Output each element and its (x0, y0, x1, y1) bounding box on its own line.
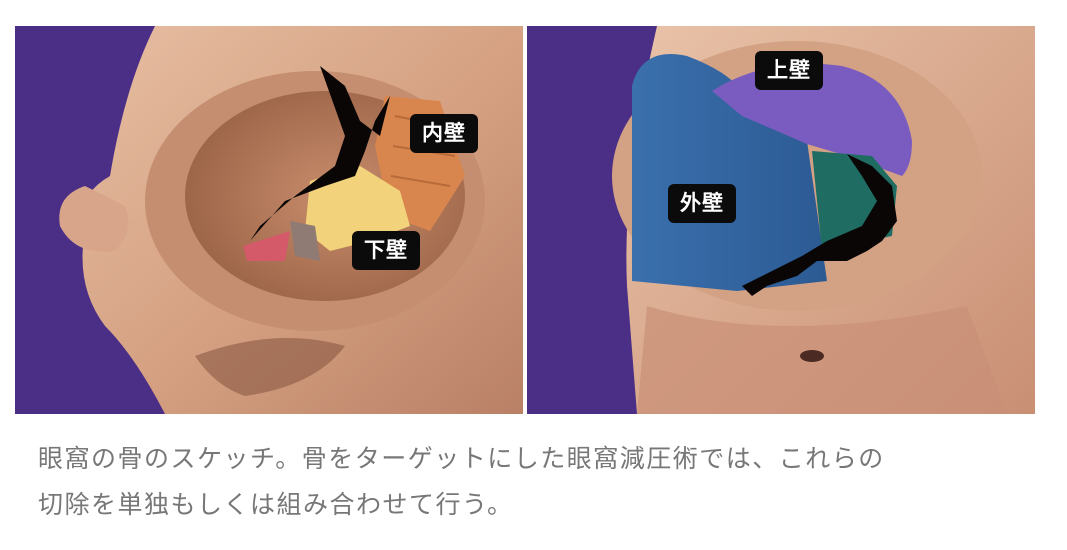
medial-wall-label: 内壁 (410, 114, 478, 153)
maxilla-bone (637, 306, 1007, 414)
orbital-fissure (742, 154, 897, 296)
orbit-illustration-right: 上壁 外壁 (527, 26, 1035, 414)
grey-fragment (290, 221, 320, 261)
orbit-sketch-superior-lateral (527, 26, 1035, 414)
superior-wall (712, 63, 912, 176)
inferior-wall-label: 下壁 (352, 231, 420, 270)
orbit-sketch-medial-inferior (15, 26, 523, 414)
zygomatic-process (59, 186, 129, 252)
pink-region (243, 231, 290, 261)
orbit-illustration-left: 内壁 下壁 (15, 26, 523, 414)
caption-line-1: 眼窩の骨のスケッチ。骨をターゲットにした眼窩減圧術では、これらの (38, 444, 885, 473)
caption-line-2: 切除を単独もしくは組み合わせて行う。 (38, 490, 514, 519)
superior-wall-label: 上壁 (755, 51, 823, 90)
inferior-wall (305, 166, 410, 251)
lateral-wall (632, 54, 827, 291)
bone-shadow (195, 338, 345, 396)
figure-caption: 眼窩の骨のスケッチ。骨をターゲットにした眼窩減圧術では、これらの 切除を単独もし… (38, 436, 1038, 528)
foramen (800, 350, 824, 362)
orbital-fissure (250, 66, 390, 241)
lateral-wall-label: 外壁 (668, 184, 736, 223)
